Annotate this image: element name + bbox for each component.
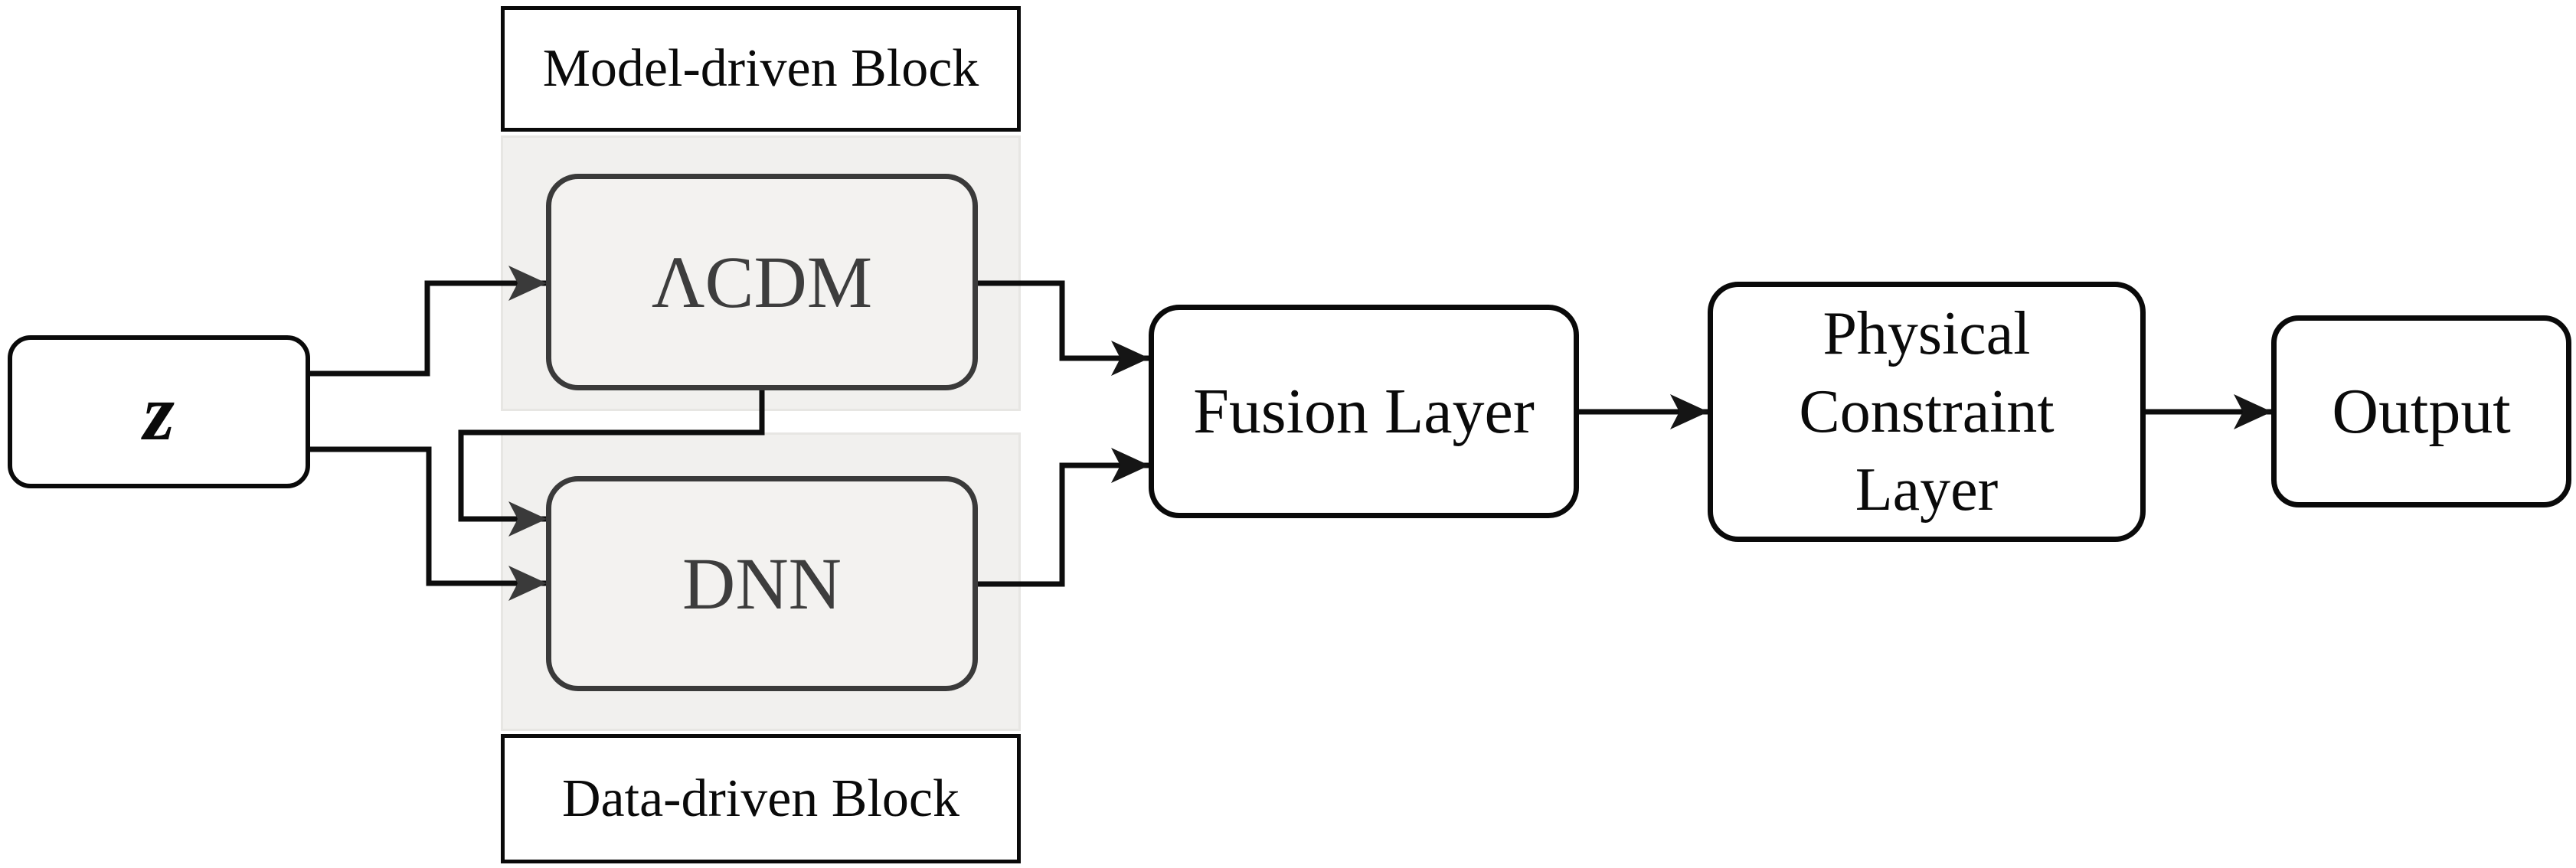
model-driven-block-label-box: Model-driven Block bbox=[501, 6, 1021, 132]
node-physical-constraint-layer: Physical Constraint Layer bbox=[1708, 282, 2146, 542]
connector-z-to-lcdm bbox=[310, 266, 547, 377]
physical-line-1: Physical bbox=[1822, 300, 2031, 367]
node-fusion-layer: Fusion Layer bbox=[1149, 305, 1579, 518]
node-lcdm-label: ΛCDM bbox=[651, 241, 873, 323]
node-z-label: z bbox=[143, 367, 175, 457]
node-dnn: DNN bbox=[546, 476, 978, 691]
node-fusion-layer-label: Fusion Layer bbox=[1193, 376, 1535, 447]
physical-line-2: Constraint bbox=[1799, 378, 2055, 445]
node-dnn-label: DNN bbox=[682, 543, 842, 625]
node-lcdm: ΛCDM bbox=[546, 174, 978, 390]
node-output: Output bbox=[2271, 315, 2571, 507]
data-driven-block-label-box: Data-driven Block bbox=[501, 734, 1021, 863]
model-driven-block-label: Model-driven Block bbox=[542, 39, 979, 98]
data-driven-block-label: Data-driven Block bbox=[562, 768, 959, 828]
node-output-label: Output bbox=[2332, 376, 2511, 447]
connector-lcdm-to-dnn bbox=[458, 390, 765, 537]
connector-z-to-dnn bbox=[310, 446, 547, 601]
node-physical-constraint-layer-label: Physical Constraint Layer bbox=[1799, 295, 2054, 529]
connector-dnn-to-fusion bbox=[978, 448, 1149, 587]
physical-line-3: Layer bbox=[1855, 456, 1999, 524]
node-z: z bbox=[8, 335, 310, 488]
connector-lcdm-to-fusion bbox=[978, 280, 1149, 376]
